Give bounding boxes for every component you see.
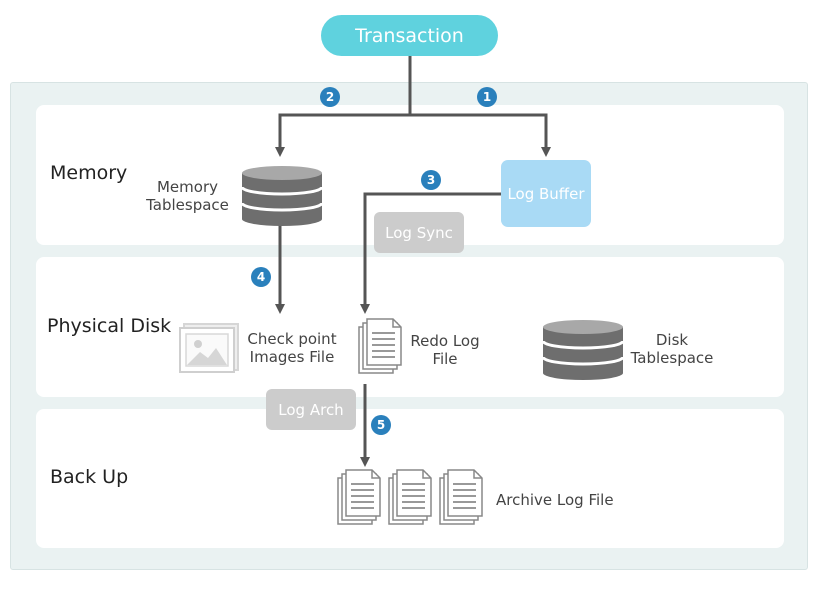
step-badge-2: 2 bbox=[320, 87, 340, 107]
document-stack-icon bbox=[439, 469, 483, 525]
archive-log-label: Archive Log File bbox=[496, 491, 614, 509]
log-buffer-node: Log Buffer bbox=[501, 160, 591, 227]
step-badge-5: 5 bbox=[371, 415, 391, 435]
physical-disk-panel bbox=[36, 257, 784, 397]
arrow-transaction-to-log-buffer bbox=[410, 113, 551, 157]
memory-section-label: Memory bbox=[50, 162, 128, 184]
disk-tablespace-line2: Tablespace bbox=[630, 349, 714, 367]
disk-tablespace-label: Disk Tablespace bbox=[624, 331, 720, 367]
disk-tablespace-line1: Disk bbox=[655, 331, 689, 349]
step-badge-3: 3 bbox=[421, 170, 441, 190]
checkpoint-line1: Check point bbox=[247, 330, 337, 348]
image-icon bbox=[179, 323, 239, 373]
backup-section-label: Back Up bbox=[50, 466, 129, 488]
physical-disk-section-label: Physical Disk bbox=[47, 315, 172, 337]
log-sync-pill: Log Sync bbox=[374, 212, 464, 253]
redo-log-label: Redo Log File bbox=[404, 332, 486, 368]
step-badge-1: 1 bbox=[477, 87, 497, 107]
step-badge-4: 4 bbox=[251, 267, 271, 287]
redo-log-line1: Redo Log bbox=[410, 332, 480, 350]
transaction-node: Transaction bbox=[321, 15, 498, 56]
arrow-log-buffer-to-redo-log bbox=[360, 192, 501, 314]
log-arch-pill: Log Arch bbox=[266, 389, 356, 430]
database-icon bbox=[541, 320, 625, 380]
checkpoint-line2: Images File bbox=[249, 348, 335, 366]
database-icon bbox=[240, 166, 324, 226]
document-stack-icon bbox=[337, 469, 381, 525]
arrow-transaction-to-memory-tablespace bbox=[275, 56, 412, 157]
memory-tablespace-line2: Tablespace bbox=[146, 196, 229, 214]
memory-tablespace-line1: Memory bbox=[156, 178, 218, 196]
document-stack-icon bbox=[388, 469, 432, 525]
document-stack-icon bbox=[358, 318, 402, 374]
memory-tablespace-label: Memory Tablespace bbox=[140, 178, 235, 214]
checkpoint-label: Check point Images File bbox=[244, 330, 340, 366]
redo-log-line2: File bbox=[432, 350, 458, 368]
